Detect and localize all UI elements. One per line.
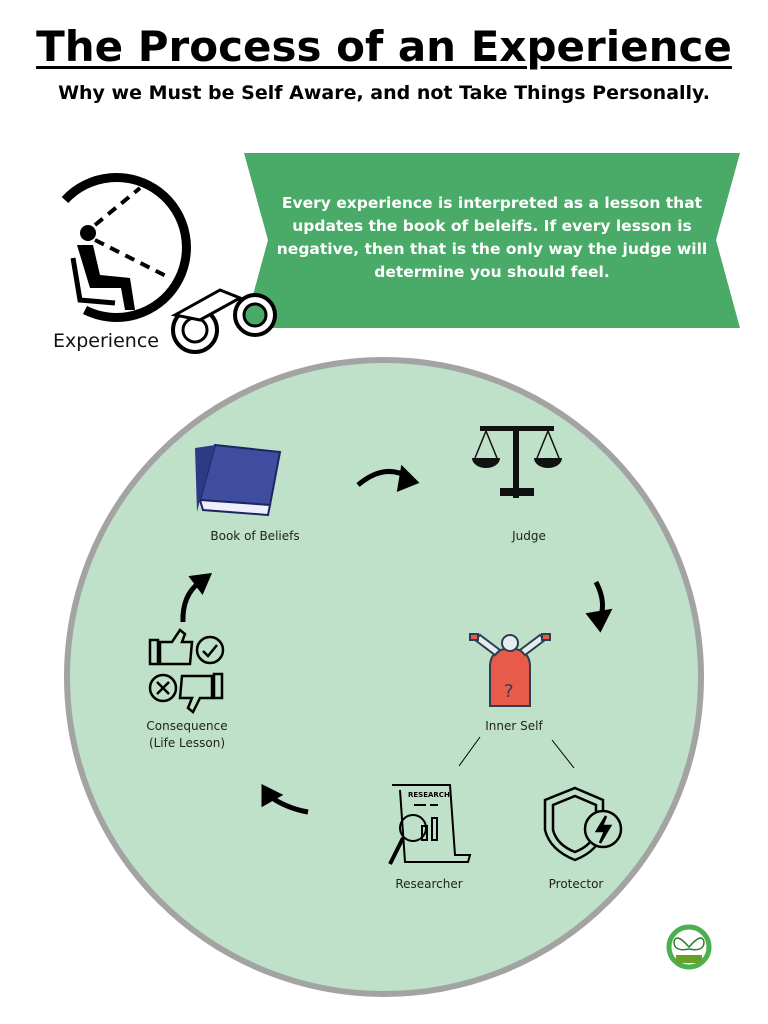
label-consequence-line2: (Life Lesson): [148, 736, 226, 750]
book-icon: [195, 443, 282, 517]
cycle-circle: ? RESEARCH: [64, 357, 704, 997]
label-inner-self: Inner Self: [485, 719, 543, 733]
shield-icon: [543, 786, 623, 862]
banner-text: Every experience is interpreted as a les…: [276, 194, 708, 281]
label-book-of-beliefs: Book of Beliefs: [210, 529, 300, 543]
label-consequence: Consequence (Life Lesson): [107, 718, 267, 752]
experience-icon: [61, 173, 277, 354]
cyber-butterfly-logo: [666, 924, 712, 970]
label-protector: Protector: [548, 877, 604, 891]
inner-self-icon: ?: [469, 633, 551, 707]
svg-text:RESEARCH: RESEARCH: [408, 791, 450, 799]
experience-label: Experience: [53, 330, 159, 352]
cycle-arrows: [180, 464, 613, 815]
binoculars-icon: [170, 288, 277, 354]
page-subtitle: Why we Must be Self Aware, and not Take …: [58, 82, 710, 104]
label-consequence-line1: Consequence: [146, 719, 228, 733]
scales-icon: [472, 426, 562, 498]
research-document-icon: RESEARCH: [388, 784, 472, 865]
page-title: The Process of an Experience: [36, 22, 732, 71]
thumbs-icon: [148, 628, 225, 714]
info-banner: [244, 153, 740, 328]
label-researcher: Researcher: [395, 877, 463, 891]
svg-text:?: ?: [504, 681, 514, 702]
label-judge: Judge: [512, 529, 546, 543]
